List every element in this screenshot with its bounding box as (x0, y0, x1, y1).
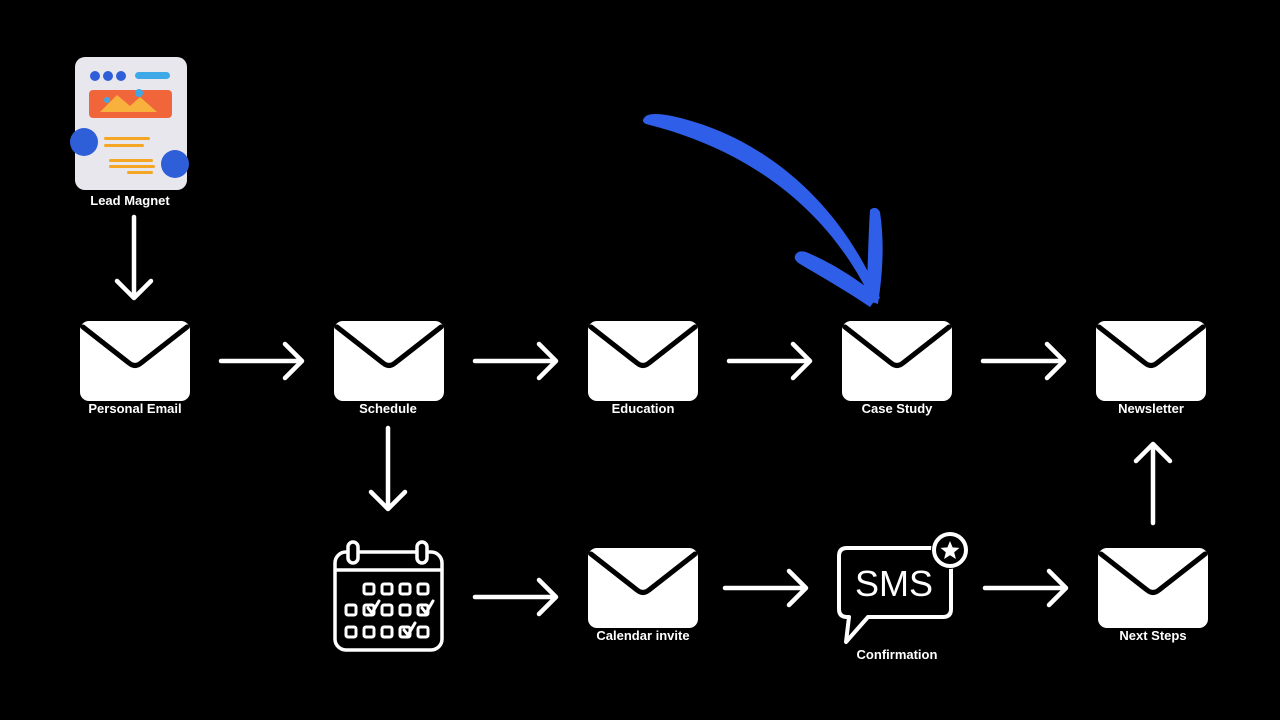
next-steps-email-icon (1098, 548, 1208, 628)
personal-email-icon (80, 321, 190, 401)
arrow-invite-to-confirmation (722, 568, 809, 608)
next-steps-label: Next Steps (1119, 628, 1187, 643)
education-label: Education (611, 401, 675, 416)
star-icon (940, 541, 960, 559)
calendar-invite-email-icon (588, 548, 698, 628)
arrow-next-steps-to-newsletter (1133, 441, 1173, 526)
landing-page-icon (70, 57, 189, 190)
arrow-lead-to-personal (114, 214, 154, 301)
arrow-case-study-to-newsletter (980, 341, 1067, 381)
arrow-calendar-to-invite (472, 577, 559, 617)
newsletter-label: Newsletter (1118, 401, 1184, 416)
personal-email-label: Personal Email (88, 401, 182, 416)
calendar-invite-label: Calendar invite (596, 628, 690, 643)
confirmation-label: Confirmation (856, 647, 938, 662)
schedule-email-icon (334, 321, 444, 401)
arrow-schedule-to-education (472, 341, 559, 381)
case-study-email-icon (842, 321, 952, 401)
case-study-label: Case Study (861, 401, 933, 416)
arrow-personal-to-schedule (218, 341, 305, 381)
education-email-icon (588, 321, 698, 401)
highlight-arrow (643, 114, 883, 307)
sms-bubble-icon: SMS (837, 531, 969, 644)
arrow-confirmation-to-next-steps (982, 568, 1069, 608)
arrow-education-to-case-study (726, 341, 813, 381)
lead-magnet-label: Lead Magnet (90, 193, 170, 208)
calendar-icon (333, 540, 444, 652)
sms-bubble-text: SMS (855, 563, 933, 604)
arrow-schedule-to-calendar (368, 425, 408, 512)
newsletter-email-icon (1096, 321, 1206, 401)
schedule-label: Schedule (359, 401, 417, 416)
